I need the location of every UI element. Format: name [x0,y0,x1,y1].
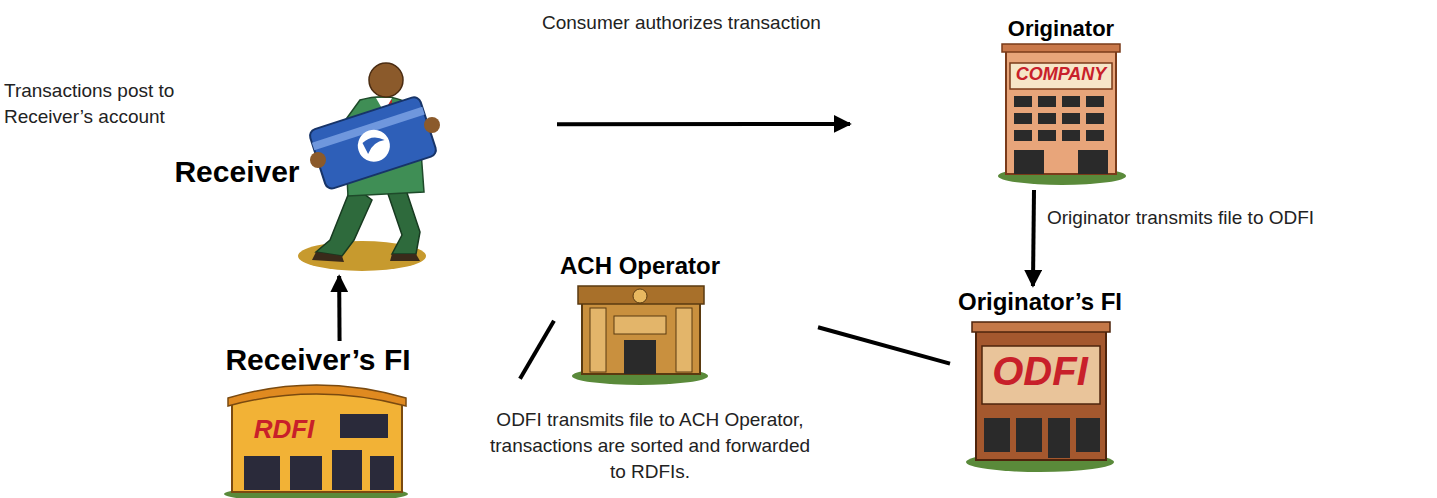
caption-note: Transactions post to Receiver’s account [4,78,209,130]
ach-operator-building [572,286,708,385]
node-box: ACH Operator [556,252,724,384]
odfi-building [966,322,1114,472]
edge-label: Consumer authorizes transaction [540,10,823,36]
node-title: Receiver [174,155,299,190]
rdfi-building [224,385,408,498]
flow-arrow [1033,190,1034,286]
receiver-figure [298,63,440,271]
node-title: Originator [1008,16,1114,41]
flow-arrow [337,276,341,341]
node-title: ACH Operator [560,252,720,280]
connector-line [520,321,554,379]
sign-text: RDFI [254,415,315,445]
caption-note: ODFI transmits file to ACH Operator, tra… [490,407,810,485]
node-title: Receiver’s FI [225,343,410,378]
sign-text: ODFI [992,348,1088,394]
company-building [998,44,1126,185]
flow-arrow [557,122,850,126]
node-box: Originator’s FI ODFI [952,288,1128,468]
node-box: Receiver’s FI RDFI [220,343,416,498]
connector-line [818,327,950,363]
edge-label: Originator transmits file to ODFI [1045,205,1316,231]
sign-text: COMPANY [1016,64,1107,85]
node-title: Originator’s FI [958,288,1122,316]
node-box: OriginatorCOMPANY [995,16,1125,182]
